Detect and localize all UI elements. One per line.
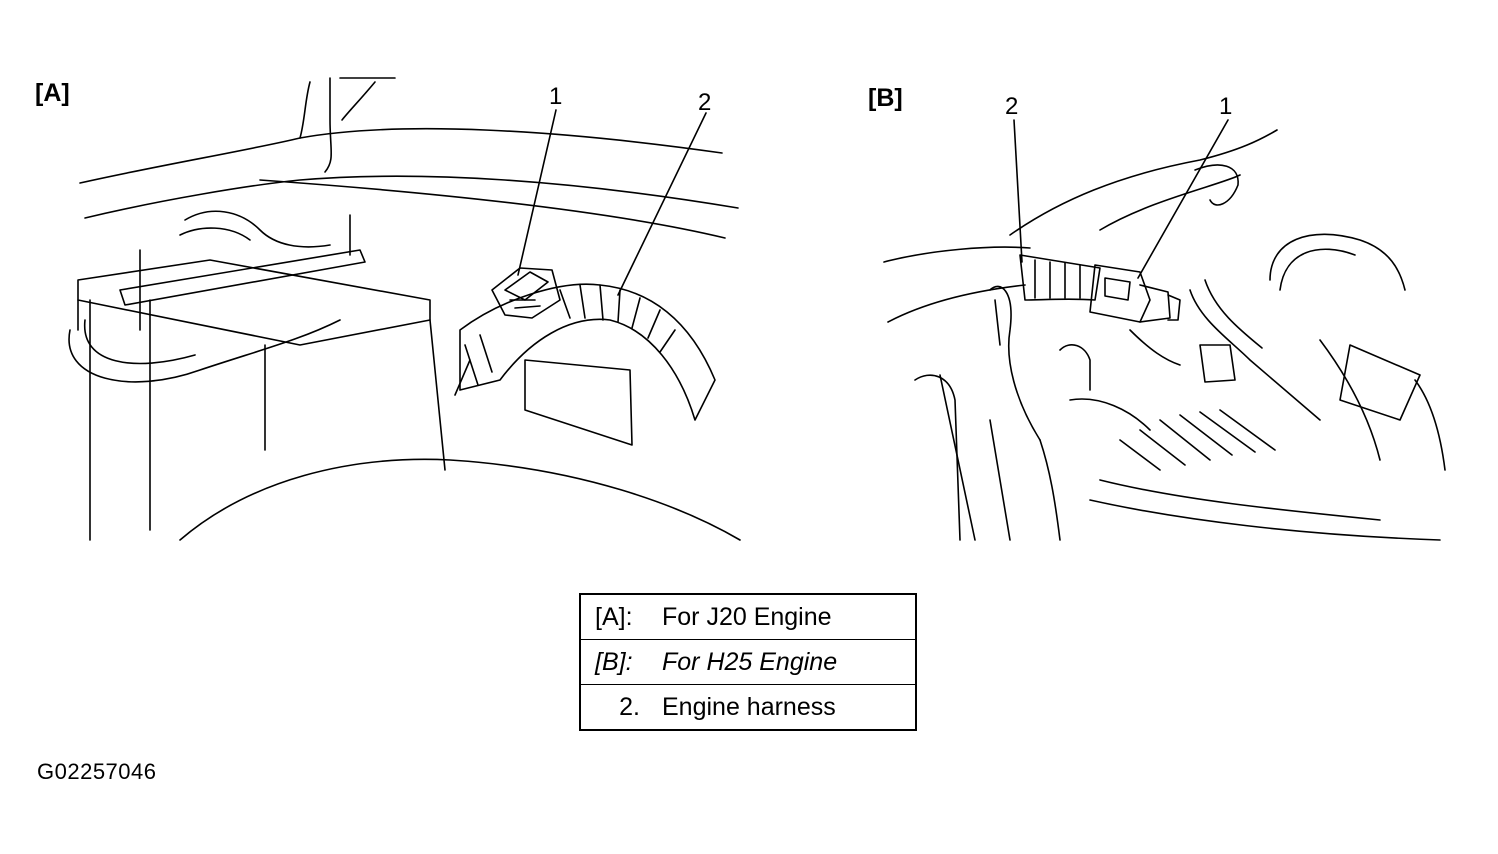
figure-code: G02257046 — [37, 759, 157, 784]
legend-row: [A]: For J20 Engine — [580, 594, 916, 640]
panel-b-callout-harness: 2 — [1005, 93, 1019, 120]
legend-key: 2. — [580, 684, 652, 730]
panel-b-engine-illustration — [883, 119, 1446, 541]
panel-a-callout-connector: 1 — [549, 83, 563, 110]
panel-a-engine-illustration — [68, 77, 741, 541]
legend-description: For J20 Engine — [662, 602, 832, 631]
legend-table: [A]: For J20 Engine [B]: For H25 Engine … — [579, 593, 917, 731]
panel-a-callout-harness: 2 — [698, 89, 712, 116]
panel-b-callout-connector: 1 — [1219, 93, 1233, 120]
legend-row: 2. Engine harness — [580, 684, 916, 730]
legend-key: [B]: — [580, 639, 652, 685]
legend-row: [B]: For H25 Engine — [580, 639, 916, 685]
legend-key: [A]: — [595, 602, 633, 631]
legend-description: Engine harness — [652, 684, 916, 730]
legend-description: For H25 Engine — [652, 639, 916, 685]
panel-b-label: [B] — [868, 84, 903, 112]
panel-a-label: [A] — [35, 79, 70, 107]
